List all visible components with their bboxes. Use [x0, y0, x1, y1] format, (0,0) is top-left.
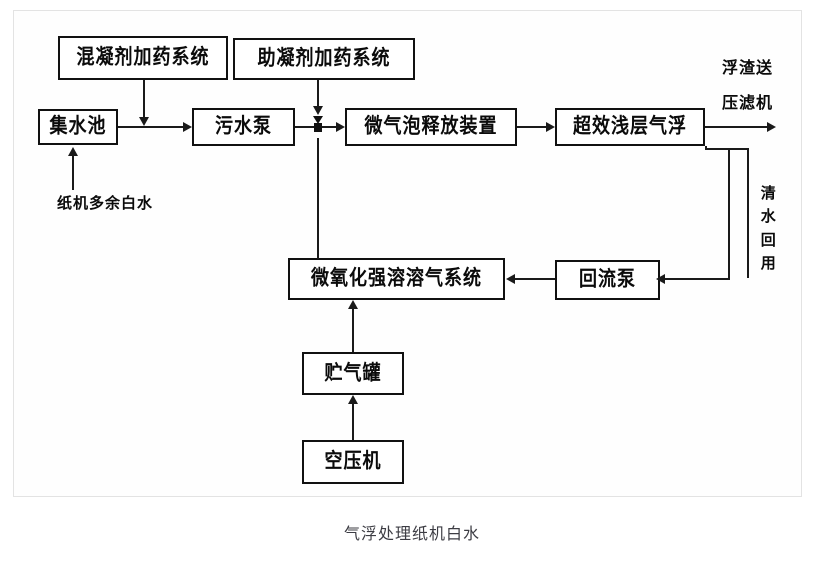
edge-tank-to-dissolver-arrow [348, 300, 358, 309]
node-shallow-air-flotation[interactable]: 超效浅层气浮 [555, 108, 705, 146]
edge-dissolver-riser-line [317, 138, 319, 259]
valve-triangle-icon [313, 116, 323, 124]
node-coagulant-dosing-label: 混凝剂加药系统 [76, 45, 210, 70]
edge-returnpump-to-dissolver-arrow [506, 274, 515, 284]
edge-basin-to-sewagepump-line [118, 126, 183, 128]
node-return-pump[interactable]: 回流泵 [555, 260, 660, 300]
edge-microbubble-to-flotation-arrow [546, 122, 555, 132]
node-gas-storage-tank[interactable]: 贮气罐 [302, 352, 404, 395]
figure-caption: 气浮处理纸机白水 [343, 524, 480, 543]
node-microbubble-release-label: 微气泡释放装置 [364, 114, 498, 139]
valve-symbol[interactable] [313, 116, 323, 138]
edge-compressor-to-tank-arrow [348, 395, 358, 404]
node-sewage-pump[interactable]: 污水泵 [192, 108, 295, 146]
edge-flocculant-to-valve-arrow [313, 106, 323, 115]
node-microbubble-release[interactable]: 微气泡释放装置 [345, 108, 517, 146]
figure-frame [13, 10, 802, 497]
node-sewage-pump-label: 污水泵 [215, 114, 272, 139]
edge-valve-to-microbubble-line [322, 126, 336, 128]
annotation-clear-water-reuse: 清水回用 [760, 184, 776, 272]
edge-flocculant-to-valve-line [317, 80, 319, 110]
node-collection-basin[interactable]: 集水池 [38, 109, 118, 145]
edge-header-into-returnpump-line [663, 278, 730, 280]
edge-coagulant-to-line-arrow [139, 117, 149, 126]
edge-whitewater-to-basin-line [72, 156, 74, 190]
edge-valve-to-microbubble-arrow [336, 122, 345, 132]
edge-coagulant-to-line-line [143, 80, 145, 118]
node-shallow-air-flotation-label: 超效浅层气浮 [573, 114, 687, 139]
edge-clearwater-reuse-line [747, 148, 749, 278]
annotation-white-water-inlet: 纸机多余白水 [57, 194, 154, 212]
edge-into-returnpump-arrow [656, 274, 665, 284]
node-collection-basin-label: 集水池 [49, 114, 107, 139]
edge-header-down-to-returnpump-line [728, 148, 730, 280]
node-flocculant-dosing[interactable]: 助凝剂加药系统 [233, 38, 415, 80]
node-air-compressor-label: 空压机 [324, 449, 382, 474]
node-return-pump-label: 回流泵 [579, 267, 636, 292]
node-coagulant-dosing[interactable]: 混凝剂加药系统 [58, 36, 228, 80]
node-flocculant-dosing-label: 助凝剂加药系统 [257, 46, 391, 71]
valve-body-icon [314, 123, 322, 132]
node-air-compressor[interactable]: 空压机 [302, 440, 404, 484]
edge-compressor-to-tank-line [352, 404, 354, 440]
node-micro-oxidation-dissolver-label: 微氧化强溶溶气系统 [311, 266, 482, 291]
annotation-scum-outlet-line2: 压滤机 [722, 93, 774, 112]
node-gas-storage-tank-label: 贮气罐 [324, 360, 382, 385]
edge-tank-to-dissolver-line [352, 309, 354, 352]
edge-returnpump-to-dissolver-line [513, 278, 555, 280]
edge-microbubble-to-flotation-line [517, 126, 546, 128]
edge-flotation-to-header-line [705, 148, 749, 150]
edge-whitewater-to-basin-arrow [68, 147, 78, 156]
node-micro-oxidation-dissolver[interactable]: 微氧化强溶溶气系统 [288, 258, 505, 300]
annotation-scum-outlet-line1: 浮渣送 [722, 58, 774, 77]
edge-flotation-to-scum-arrow [767, 122, 776, 132]
edge-sewagepump-to-valve-line [295, 126, 318, 128]
edge-flotation-to-scum-line [705, 126, 767, 128]
edge-basin-to-sewagepump-arrow [183, 122, 192, 132]
